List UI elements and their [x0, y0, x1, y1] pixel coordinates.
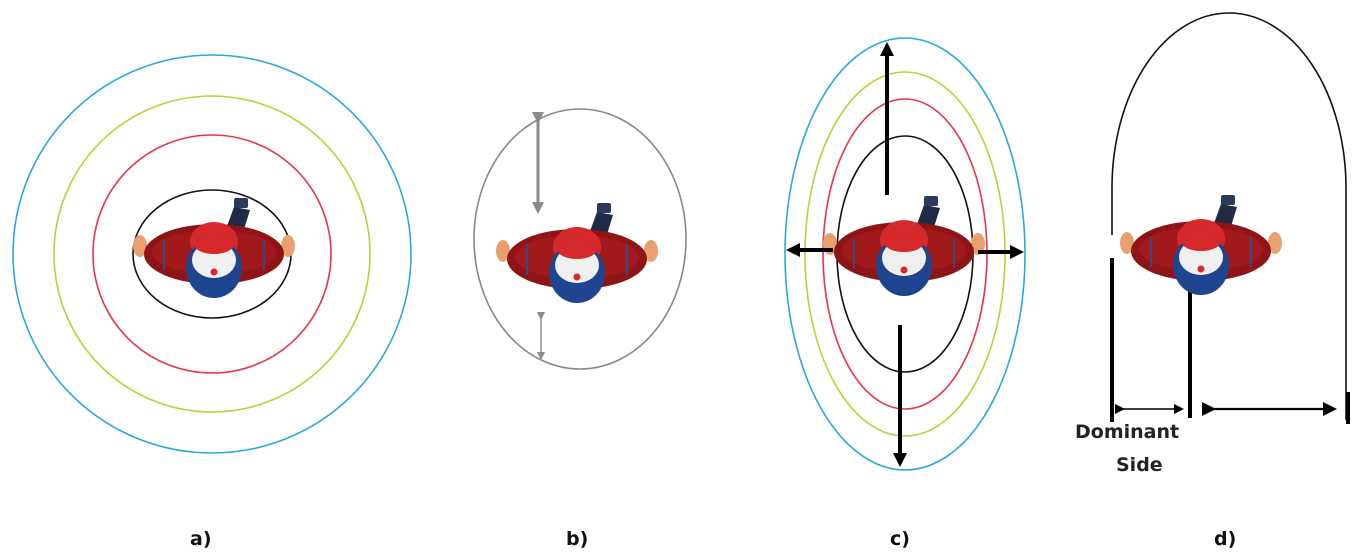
- space-arc: [1111, 12, 1347, 420]
- panel-label-b: b): [566, 528, 589, 550]
- person-top-view-icon: [822, 195, 986, 297]
- panel-b: [473, 108, 687, 370]
- dominant-side-label-line2: Side: [1116, 454, 1163, 476]
- ring-inner: [92, 134, 332, 374]
- ring-mid: [53, 95, 371, 413]
- dominant-side-label-line1: Dominant: [1075, 421, 1180, 443]
- ring-outer: [12, 54, 412, 454]
- person-top-view-icon: [132, 197, 296, 299]
- panel-d: [1110, 12, 1350, 424]
- space-ellipse: [473, 108, 687, 370]
- panel-label-a: a): [190, 528, 212, 550]
- panel-label-d: d): [1214, 528, 1237, 550]
- person-top-view-icon: [1119, 194, 1283, 296]
- panel-c: [784, 37, 1026, 471]
- panel-label-c: c): [890, 528, 910, 550]
- person-top-view-icon: [495, 202, 659, 304]
- panel-a: [12, 54, 412, 454]
- ring-outer: [784, 37, 1026, 471]
